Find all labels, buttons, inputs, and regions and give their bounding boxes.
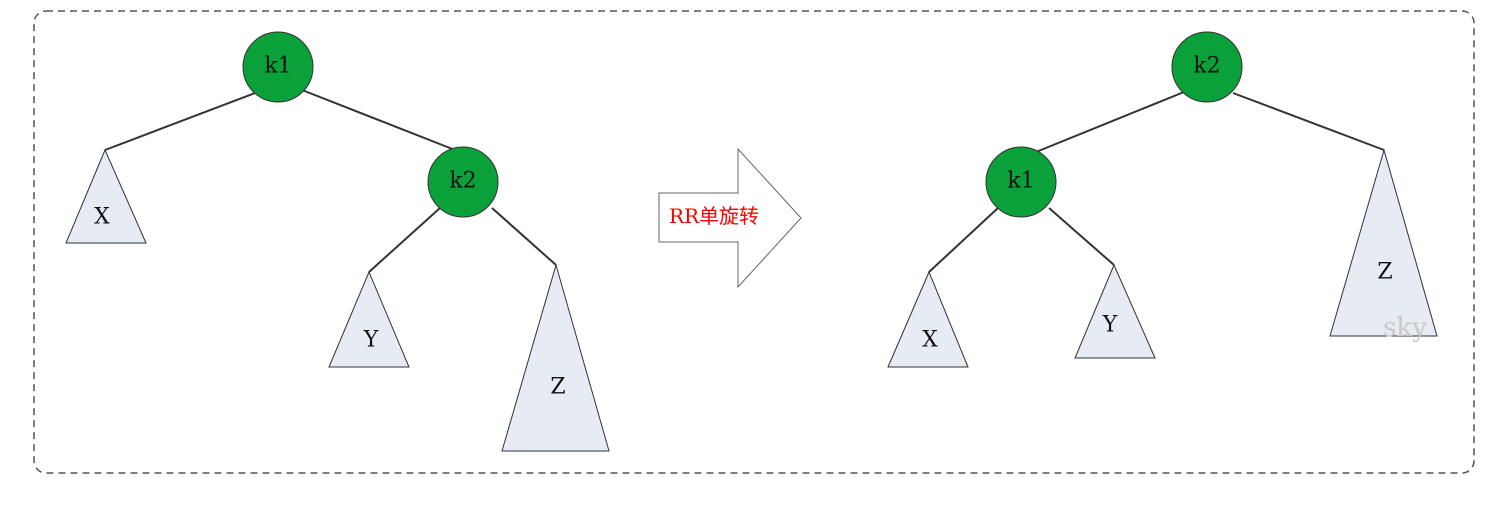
edge-after-child-to-y [1048, 207, 1115, 266]
after-subtree-z [1329, 148, 1438, 337]
before-subtree-y-label: Y [363, 328, 379, 353]
after-subtree-y [1074, 263, 1156, 359]
arrow-shape [658, 147, 802, 289]
after-subtree-z-label: Z [1377, 260, 1392, 285]
edge-before-root-to-x [104, 92, 256, 151]
edge-before-root-to-child [301, 89, 456, 151]
after-child-label: k1 [1007, 169, 1034, 194]
edge-before-child-to-y [368, 207, 441, 273]
edge-after-child-to-x [928, 207, 999, 273]
after-subtree-y-label: Y [1102, 313, 1118, 338]
after-subtree-x-label: X [922, 328, 938, 353]
before-child-node [427, 146, 499, 218]
dashed-frame [33, 10, 1475, 474]
before-subtree-z-label: Z [550, 375, 565, 400]
watermark-text: sky [1383, 313, 1427, 343]
after-root-label: k2 [1193, 54, 1220, 79]
after-child-node [985, 146, 1057, 218]
edge-after-root-to-child [1035, 91, 1185, 153]
after-tree: X Y Z k2 k1 [887, 31, 1438, 368]
before-root-node [242, 31, 314, 103]
before-subtree-x-label: X [94, 205, 110, 230]
after-subtree-x [887, 270, 969, 368]
edge-after-root-to-z [1232, 92, 1385, 151]
before-child-label: k2 [449, 169, 476, 194]
after-root-node [1171, 31, 1243, 103]
before-subtree-y [328, 270, 410, 368]
edge-before-child-to-z [491, 207, 557, 266]
rotation-label: RR单旋转 [669, 204, 759, 228]
before-subtree-x [65, 148, 147, 244]
before-subtree-z [501, 263, 610, 452]
rotation-arrow: RR单旋转 [658, 147, 802, 289]
before-tree: X Y Z k1 k2 [65, 31, 610, 452]
before-root-label: k1 [264, 54, 291, 79]
